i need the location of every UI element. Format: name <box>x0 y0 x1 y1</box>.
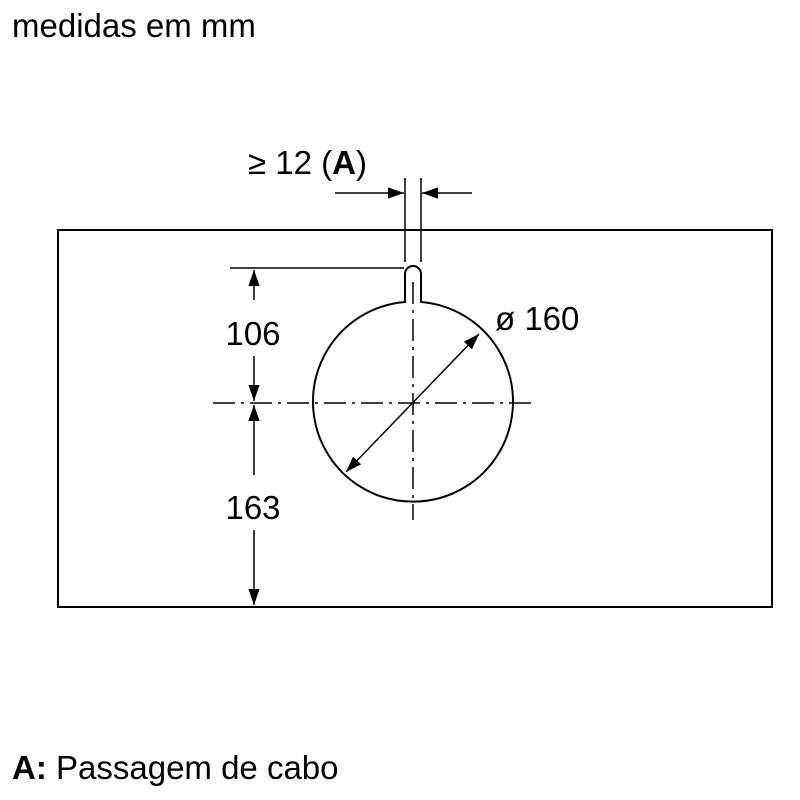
diameter-line <box>345 333 480 473</box>
dim-163-label: 163 <box>225 489 280 526</box>
panel-outline <box>57 229 773 608</box>
legend: A: Passagem de cabo <box>12 748 339 788</box>
diameter-label: ø 160 <box>495 300 579 337</box>
cutout-contour <box>312 265 514 503</box>
legend-text: Passagem de cabo <box>56 749 339 786</box>
dim-106-label: 106 <box>225 315 280 352</box>
gap-label: ≥ 12 (A) <box>248 144 367 181</box>
legend-key: A: <box>12 749 47 786</box>
units-label: medidas em mm <box>12 7 256 44</box>
